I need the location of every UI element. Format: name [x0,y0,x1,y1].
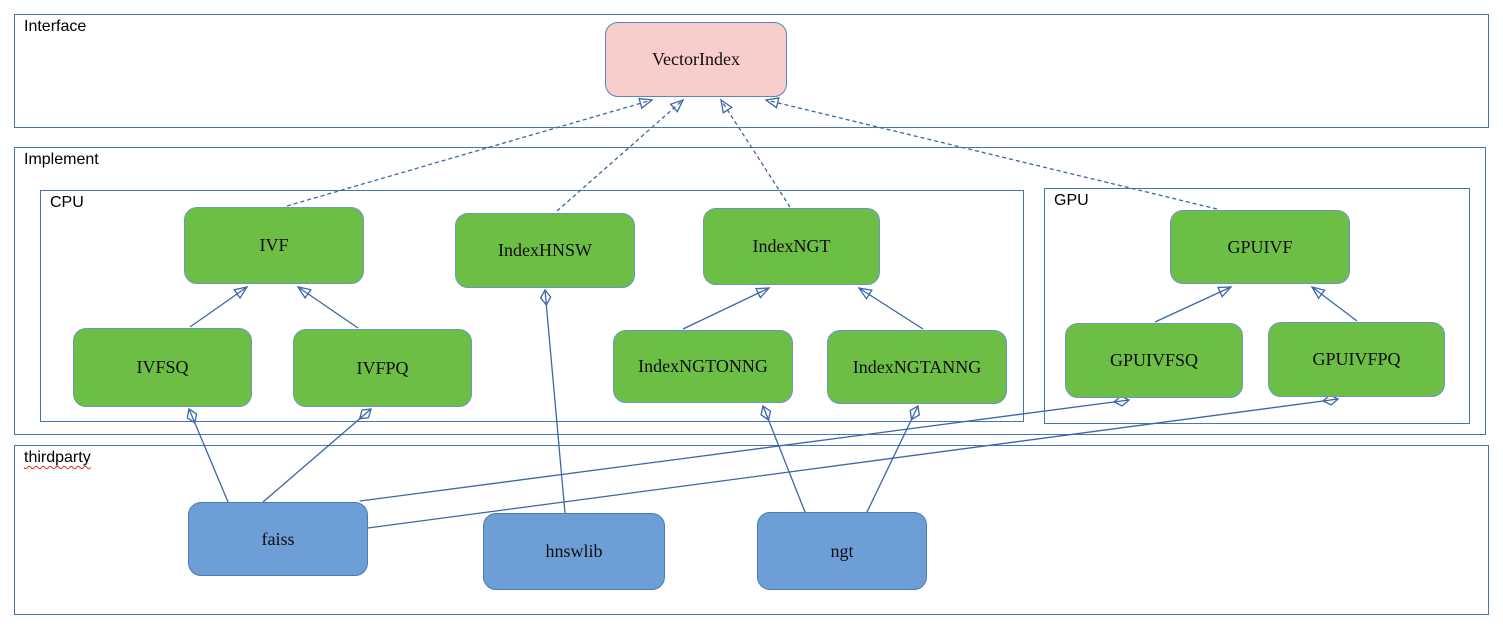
container-cpu: CPU [40,190,1024,422]
node-ngt[interactable]: ngt [757,512,927,590]
node-indexngtonng-label: IndexNGTONNG [638,356,768,376]
node-faiss-label: faiss [261,528,295,549]
node-ivfsq[interactable]: IVFSQ [73,328,252,407]
edge-indexngt-vectorindex [720,98,791,208]
node-gpuivfpq[interactable]: GPUIVFPQ [1268,322,1445,397]
edge-faiss-gpuivfpq [367,399,1338,529]
node-indexhnsw[interactable]: IndexHNSW [455,213,635,288]
node-gpuivfsq[interactable]: GPUIVFSQ [1065,323,1243,398]
edge-faiss-ivfsq [189,409,229,503]
node-gpuivfpq-label: GPUIVFPQ [1312,349,1401,369]
node-hnswlib[interactable]: hnswlib [483,513,665,590]
container-interface: Interface [14,14,1489,128]
node-gpuivf[interactable]: GPUIVF [1170,210,1350,284]
node-indexngtanng-label: IndexNGTANNG [852,356,982,377]
node-indexngt-label: IndexNGT [752,236,831,256]
node-vectorindex-label: VectorIndex [652,49,740,69]
edge-ngt-indexngtonng [763,406,806,513]
container-gpu: GPU [1044,188,1470,424]
node-ivfpq[interactable]: IVFPQ [293,329,472,407]
node-faiss[interactable]: faiss [188,502,368,576]
edge-hnswlib-indexhnsw [545,290,566,514]
edge-faiss-gpuivfsq [359,400,1129,502]
container-implement-label: Implement [24,151,99,168]
node-ivfpq-label: IVFPQ [356,357,409,378]
container-cpu-label: CPU [50,194,84,211]
edge-ivfsq-ivf [189,286,249,328]
edge-gpuivfpq-gpuivf [1310,285,1358,322]
node-hnswlib-label: hnswlib [545,541,603,561]
edge-faiss-ivfpq [262,409,371,503]
container-interface-label: Interface [24,18,87,35]
container-implement: Implement [14,147,1486,435]
node-vectorindex[interactable]: VectorIndex [605,22,787,97]
node-indexhnsw-label: IndexHNSW [498,240,592,260]
edge-ivfpq-ivf [296,286,359,329]
edge-indexngtonng-indexngt [682,287,771,330]
node-ivf[interactable]: IVF [184,207,364,284]
edge-indexngtanng-indexngt [857,287,924,330]
edge-gpuivf-vectorindex [764,97,1218,210]
node-indexngt[interactable]: IndexNGT [703,208,880,285]
container-thirdparty-label: thirdparty [24,449,91,466]
container-gpu-label: GPU [1054,192,1089,209]
node-gpuivf-label: GPUIVF [1227,236,1293,257]
node-indexngtonng[interactable]: IndexNGTONNG [613,330,793,403]
node-ivf-label: IVF [259,235,289,255]
node-gpuivfsq-label: GPUIVFSQ [1109,350,1199,370]
edge-gpuivfsq-gpuivf [1154,286,1233,323]
container-thirdparty: thirdparty [14,445,1489,615]
node-ivfsq-label: IVFSQ [136,357,189,377]
edge-ngt-indexngtanng [866,406,918,513]
node-ngt-label: ngt [830,540,854,561]
edge-ivf-vectorindex [286,97,654,207]
node-indexngtanng[interactable]: IndexNGTANNG [827,330,1007,404]
edge-indexhnsw-vectorindex [556,98,685,212]
